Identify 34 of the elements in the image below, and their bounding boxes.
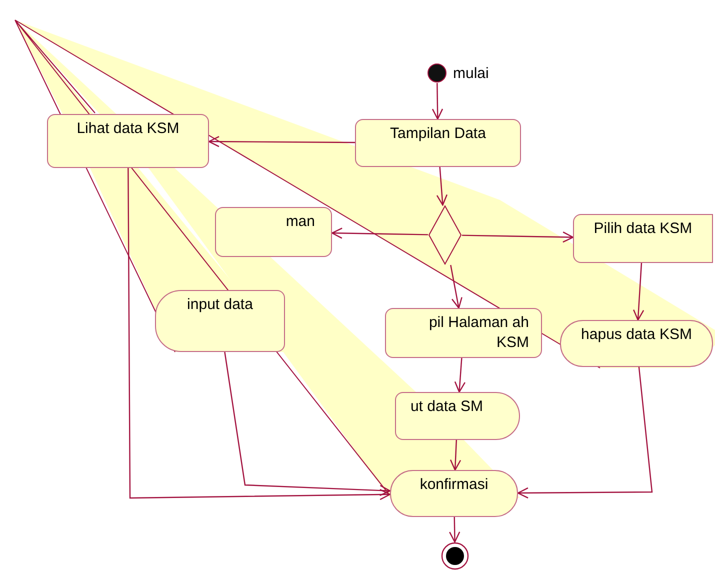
arrow [432, 83, 444, 120]
activity-box [385, 308, 542, 358]
arrow [450, 440, 462, 471]
activity-label: Tampilan Data [389, 124, 487, 144]
arrow [462, 231, 574, 243]
activity-box [560, 320, 713, 367]
end-node [441, 542, 469, 570]
activity-label: pil Halaman ah KSM [428, 313, 529, 353]
activity-box [390, 470, 518, 517]
activity-label: man [284, 212, 315, 232]
arrow [224, 352, 391, 496]
arrow [632, 262, 644, 321]
activity-box [573, 214, 713, 263]
arrow [331, 228, 428, 239]
arrow [449, 516, 460, 543]
activity-label: Pilih data KSM [592, 219, 694, 239]
arrow [517, 366, 653, 499]
activity-box [395, 392, 520, 440]
activity-label: ut data SM [409, 397, 483, 417]
activity-box [155, 290, 285, 352]
arrow [454, 358, 466, 393]
activity-box [215, 207, 332, 257]
decision-diamond [428, 205, 462, 265]
activity-box [47, 114, 209, 168]
activity-box [355, 119, 521, 167]
arrow [128, 168, 391, 500]
activity-label: hapus data KSM [580, 325, 693, 345]
arrow [450, 264, 462, 309]
activity-label: konfirmasi [418, 475, 490, 495]
node-caption: mulai [453, 64, 489, 84]
activity-label: Lihat data KSM [76, 119, 180, 139]
arrow [436, 166, 448, 206]
activity-label: input data [186, 295, 254, 315]
arrow [208, 136, 355, 148]
